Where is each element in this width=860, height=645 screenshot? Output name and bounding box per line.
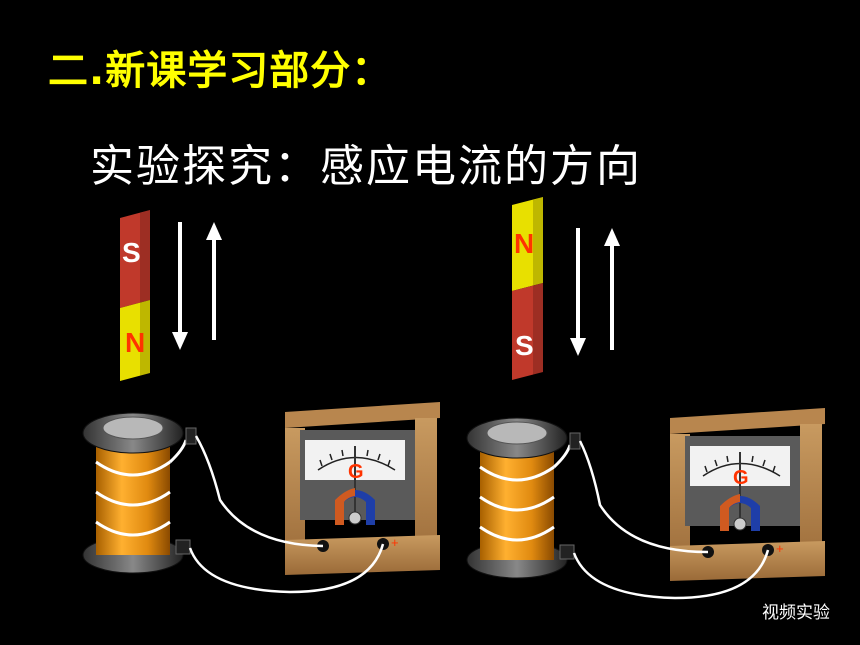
slide-subtitle: 实验探究：感应电流的方向 <box>90 141 642 192</box>
left-magnet-top-pole: S <box>122 237 141 268</box>
right-down-arrow <box>570 228 586 356</box>
video-experiment-link[interactable]: 视频实验 <box>762 603 830 623</box>
left-meter-label: G <box>348 461 364 483</box>
right-galvanometer: G + <box>670 408 825 581</box>
right-wire-bottom <box>572 549 770 600</box>
slide-heading: 二.新课学习部分： <box>48 48 393 94</box>
right-plus-terminal: + <box>776 541 784 556</box>
right-magnet: N S <box>512 197 543 380</box>
left-wire-top <box>194 435 324 548</box>
left-magnet-bottom-pole: N <box>125 327 145 358</box>
left-wire-bottom <box>188 543 385 594</box>
right-coil <box>466 417 581 579</box>
left-magnet: S N <box>120 210 150 381</box>
right-up-arrow <box>604 228 620 350</box>
right-wire-top <box>578 440 709 554</box>
right-magnet-bottom-pole: S <box>515 330 534 361</box>
left-galvanometer: G + <box>285 402 440 575</box>
left-up-arrow <box>206 222 222 340</box>
right-meter-label: G <box>733 467 749 489</box>
left-setup: S N <box>82 210 440 594</box>
left-plus-terminal: + <box>391 535 399 550</box>
right-setup: N S <box>466 197 825 600</box>
left-down-arrow <box>172 222 188 350</box>
left-coil <box>82 412 197 574</box>
right-magnet-top-pole: N <box>514 228 534 259</box>
